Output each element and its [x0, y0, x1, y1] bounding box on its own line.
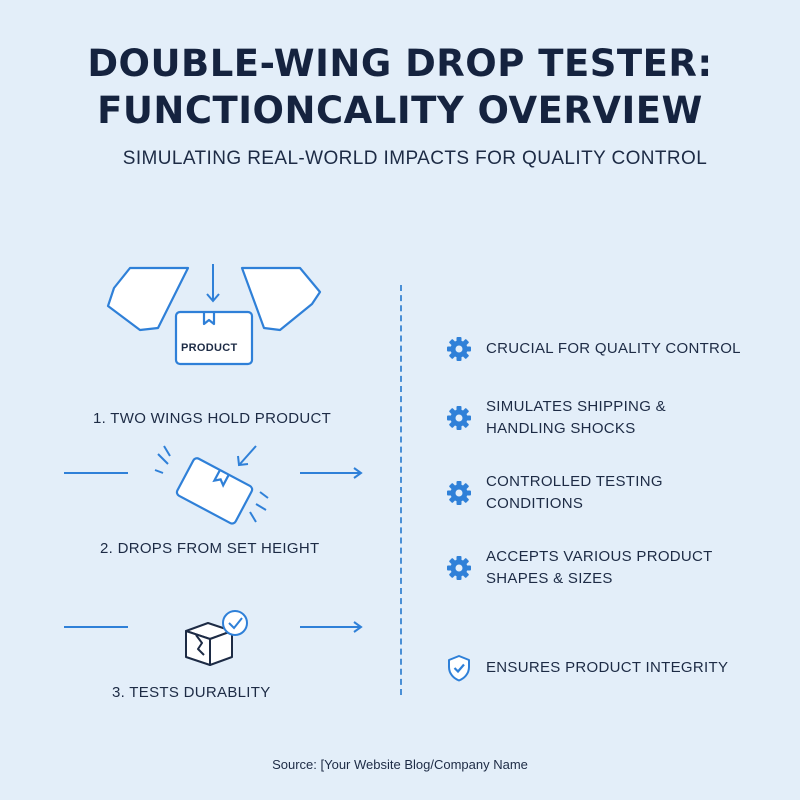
feature-item-controlled-conditions: CONTROLLED TESTING CONDITIONS [446, 471, 736, 515]
source-credit: Source: [Your Website Blog/Company Name [272, 757, 528, 772]
step-3-label: 3. TESTS DURABLITY [112, 684, 271, 701]
gear-icon [447, 556, 471, 580]
step-1-label: 1. TWO WINGS HOLD PRODUCT [93, 410, 332, 427]
feature-item-shipping-shocks: SIMULATES SHIPPING & HANDLING SHOCKS [446, 396, 736, 440]
feature-text-line-1: SIMULATES SHIPPING & [486, 398, 666, 415]
falling-box-shape [175, 457, 254, 525]
damaged-box-icon [185, 622, 233, 666]
gear-icon [447, 337, 471, 361]
down-arrow-icon [206, 264, 220, 303]
feature-text-line-2: HANDLING SHOCKS [486, 420, 636, 437]
feature-text-line-2: CONDITIONS [486, 495, 584, 512]
title-line-2: FUNCTIONCALITY OVERVIEW [97, 89, 703, 132]
right-arrow-icon [300, 467, 363, 479]
column-divider [400, 285, 402, 695]
gear-icon [447, 481, 471, 505]
two-wings-illustration [106, 264, 322, 366]
durability-illustration [64, 610, 363, 666]
diagonal-arrow-icon [237, 445, 257, 467]
right-wing-shape [240, 266, 322, 332]
title-line-1: DOUBLE-WING DROP TESTER: [87, 42, 713, 85]
feature-item-various-shapes: ACCEPTS VARIOUS PRODUCT SHAPES & SIZES [446, 546, 736, 590]
feature-text: ENSURES PRODUCT INTEGRITY [486, 659, 729, 676]
feature-text-line-1: ACCEPTS VARIOUS PRODUCT [486, 548, 713, 565]
gear-icon [447, 406, 471, 430]
feature-item-quality-control: CRUCIAL FOR QUALITY CONTROL [446, 336, 741, 362]
right-arrow-icon-2 [300, 621, 363, 633]
page-title: DOUBLE-WING DROP TESTER: FUNCTIONCALITY … [0, 40, 800, 134]
dropping-box-illustration [64, 445, 363, 525]
subtitle: SIMULATING REAL-WORLD IMPACTS FOR QUALIT… [122, 148, 708, 169]
step-2-label: 2. DROPS FROM SET HEIGHT [100, 540, 320, 557]
feature-text-line-2: SHAPES & SIZES [486, 570, 613, 587]
feature-item-product-integrity: ENSURES PRODUCT INTEGRITY [446, 653, 736, 683]
feature-text: CRUCIAL FOR QUALITY CONTROL [486, 340, 741, 357]
shield-check-icon [448, 655, 470, 682]
feature-text-line-1: CONTROLLED TESTING [486, 473, 663, 490]
left-wing-shape [106, 266, 190, 332]
check-circle-icon [222, 610, 248, 636]
product-box-label: PRODUCT [181, 342, 238, 354]
